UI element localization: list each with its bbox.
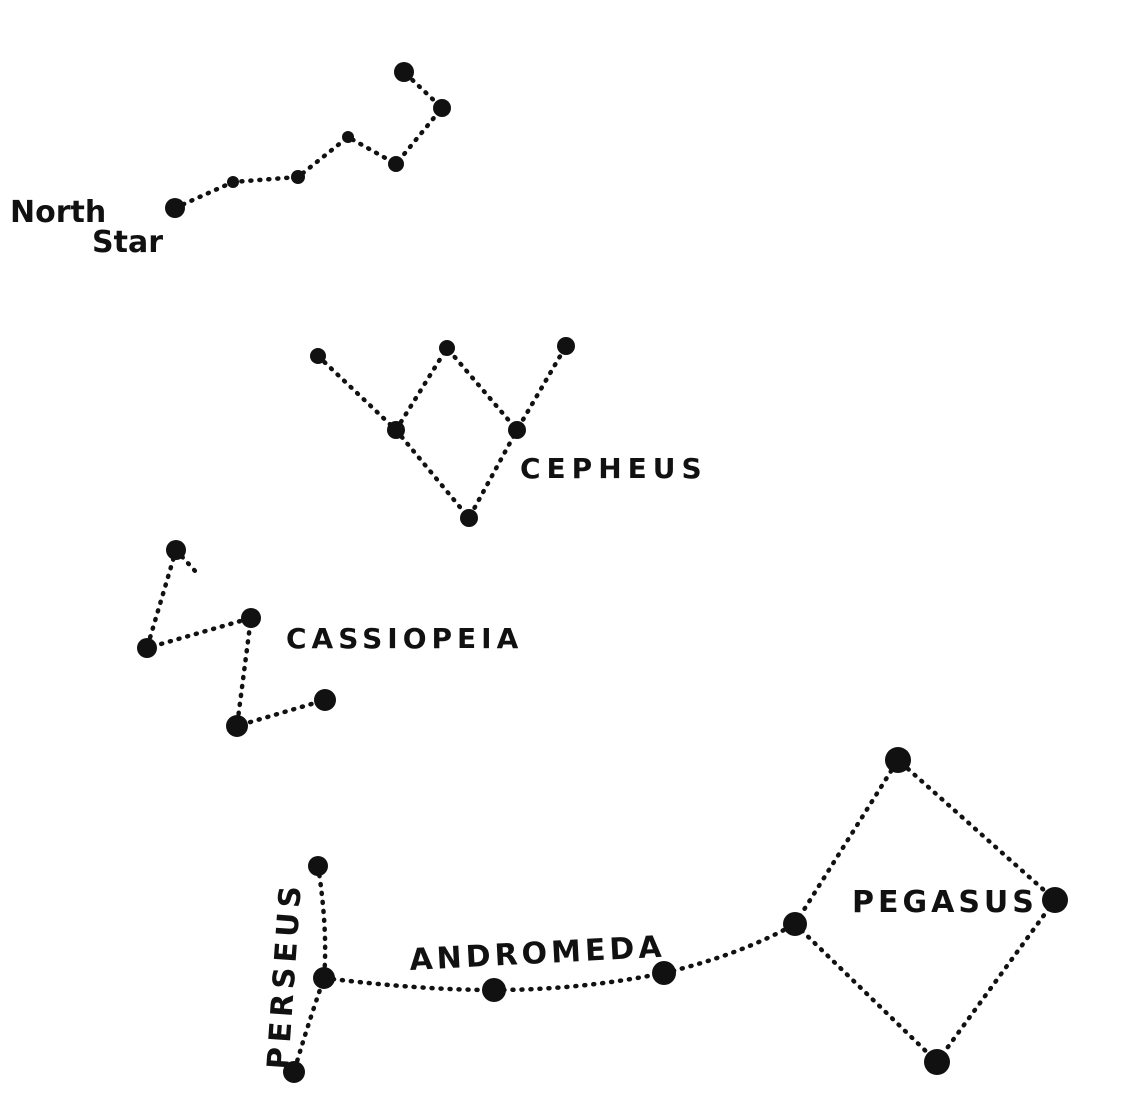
cassiopeia-lines bbox=[143, 547, 328, 730]
perseus-lines bbox=[291, 863, 328, 1075]
star bbox=[508, 421, 526, 439]
star bbox=[388, 156, 404, 172]
cepheus-lines bbox=[315, 343, 569, 434]
north-star-label-line1: North bbox=[10, 195, 106, 230]
star bbox=[885, 747, 911, 773]
andromeda-lines bbox=[321, 921, 798, 993]
star bbox=[652, 961, 676, 985]
star bbox=[433, 99, 451, 117]
little-dipper-lines bbox=[172, 69, 446, 211]
star bbox=[394, 62, 414, 82]
andromeda-label: ANDROMEDA bbox=[409, 930, 667, 978]
cassiopeia-constellation: CASSIOPEIA bbox=[137, 540, 523, 737]
cassiopeia-lines bbox=[173, 547, 199, 575]
cepheus-lines bbox=[393, 427, 520, 522]
cepheus-label: CEPHEUS bbox=[520, 452, 708, 485]
star bbox=[166, 540, 186, 560]
star bbox=[460, 509, 478, 527]
star bbox=[226, 715, 248, 737]
star bbox=[1042, 887, 1068, 913]
star bbox=[557, 337, 575, 355]
star bbox=[227, 176, 239, 188]
little-dipper: North Star bbox=[10, 62, 451, 260]
star bbox=[310, 348, 326, 364]
star bbox=[137, 638, 157, 658]
pegasus-label: PEGASUS bbox=[852, 885, 1038, 920]
cepheus-constellation: CEPHEUS bbox=[310, 337, 708, 527]
star bbox=[482, 978, 506, 1002]
star bbox=[783, 912, 807, 936]
cassiopeia-label: CASSIOPEIA bbox=[286, 622, 523, 655]
star bbox=[313, 967, 335, 989]
star bbox=[308, 856, 328, 876]
little-dipper-stars bbox=[165, 62, 451, 218]
star bbox=[241, 608, 261, 628]
north-star-label-line2: Star bbox=[92, 225, 163, 260]
star bbox=[291, 170, 305, 184]
star bbox=[387, 421, 405, 439]
star bbox=[314, 689, 336, 711]
andromeda-pegasus-group: ANDROMEDA PEGASUS PERSEUS bbox=[261, 747, 1068, 1083]
star bbox=[924, 1049, 950, 1075]
north-star bbox=[165, 198, 185, 218]
star bbox=[439, 340, 455, 356]
star bbox=[342, 131, 354, 143]
star bbox=[283, 1061, 305, 1083]
